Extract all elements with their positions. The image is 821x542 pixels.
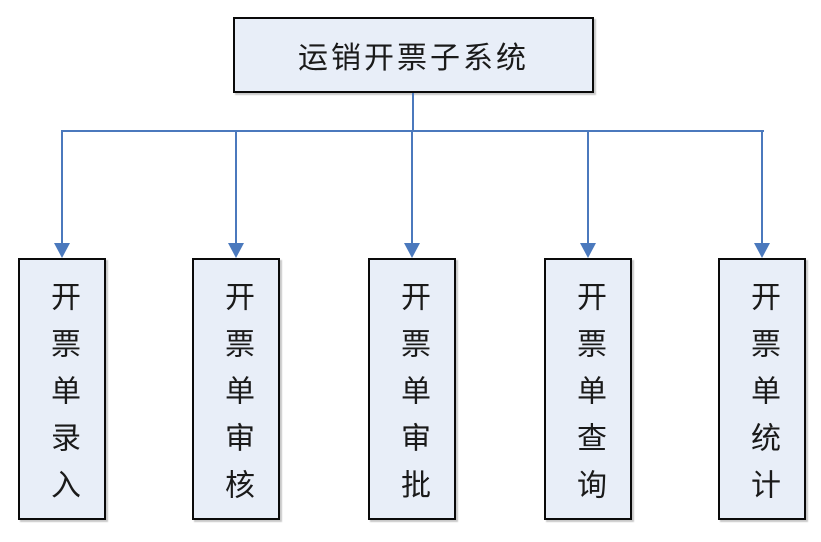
connector-drop-4 <box>587 130 589 244</box>
arrow-down-icon <box>754 243 770 258</box>
child-node-review: 开票单审核 <box>192 258 280 520</box>
connector-drop-3 <box>411 130 413 244</box>
arrow-down-icon <box>580 243 596 258</box>
arrow-down-icon <box>228 243 244 258</box>
root-node-label: 运销开票子系统 <box>298 41 529 76</box>
child-node-label: 开票单审核 <box>219 281 254 516</box>
child-node-statistics: 开票单统计 <box>718 258 806 520</box>
connector-root-stub <box>412 93 414 131</box>
child-node-entry: 开票单录入 <box>18 258 106 520</box>
root-node: 运销开票子系统 <box>233 17 594 93</box>
child-node-approval: 开票单审批 <box>368 258 456 520</box>
connector-drop-1 <box>61 130 63 244</box>
child-node-label: 开票单统计 <box>745 281 780 516</box>
connector-drop-2 <box>235 130 237 244</box>
child-node-label: 开票单查询 <box>571 281 606 516</box>
arrow-down-icon <box>54 243 70 258</box>
arrow-down-icon <box>404 243 420 258</box>
connector-drop-5 <box>761 130 763 244</box>
child-node-label: 开票单录入 <box>45 281 80 516</box>
child-node-label: 开票单审批 <box>395 281 430 516</box>
child-node-query: 开票单查询 <box>544 258 632 520</box>
